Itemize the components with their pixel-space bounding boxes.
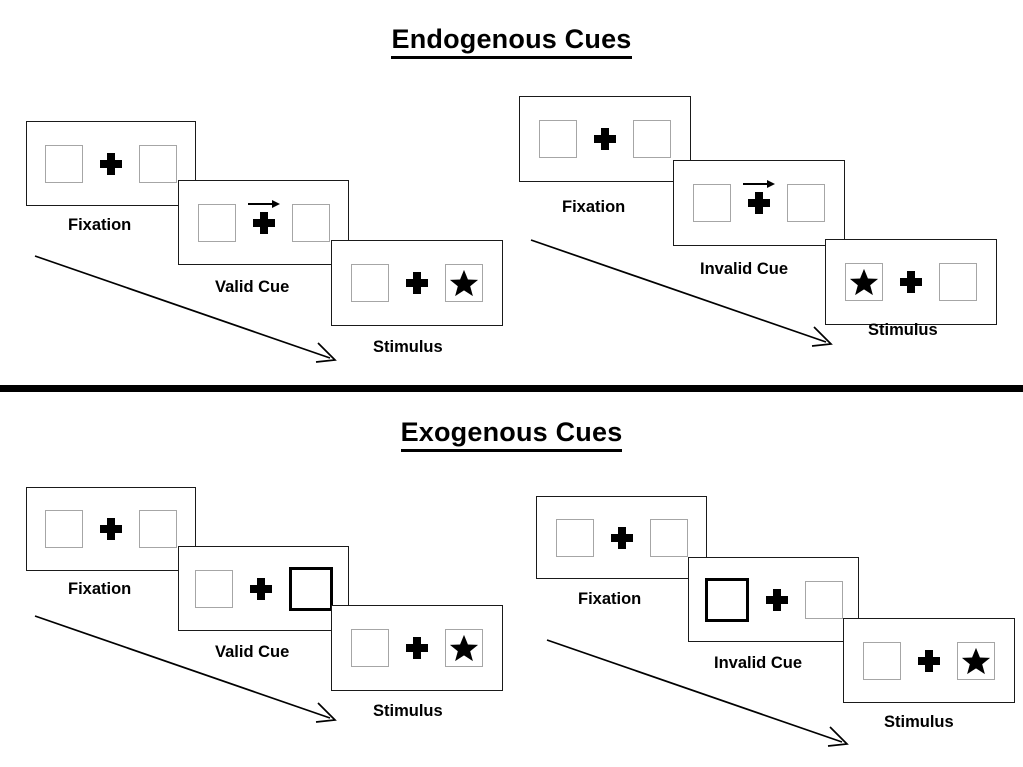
left-box <box>555 518 594 557</box>
left-box <box>863 641 901 680</box>
frame-content <box>27 488 195 570</box>
frame-exogenous-invalid-cue <box>688 557 859 642</box>
frame-content <box>826 240 996 324</box>
caption-endogenous-valid-cue: Valid Cue <box>215 278 290 296</box>
plus-cross-icon <box>406 637 428 659</box>
plus-cross-icon <box>247 199 280 234</box>
plus-cross-icon <box>406 272 428 294</box>
frame-endogenous-invalid-fixation <box>519 96 691 182</box>
frame-endogenous-valid-cue <box>178 180 349 265</box>
frame-endogenous-valid-fixation <box>26 121 196 206</box>
plus-cross-icon <box>765 588 788 611</box>
star-icon <box>961 647 991 674</box>
caption-endogenous-invalid-stimulus: Stimulus <box>868 321 938 339</box>
frame-content <box>689 558 858 641</box>
left-box <box>45 510 83 548</box>
frame-exogenous-valid-cue <box>178 546 349 631</box>
right-box <box>939 263 977 301</box>
frame-content <box>844 619 1014 702</box>
plus-cross-icon <box>610 526 633 549</box>
frame-endogenous-valid-stimulus <box>331 240 503 326</box>
time-flow-arrow-icon <box>546 639 849 747</box>
caption-exogenous-invalid-cue: Invalid Cue <box>714 654 803 672</box>
section-title-exogenous: Exogenous Cues <box>0 417 1023 452</box>
frame-content <box>27 122 195 205</box>
right-box <box>787 184 825 222</box>
time-flow-arrow-icon <box>34 615 337 723</box>
left-box <box>351 264 389 302</box>
frame-exogenous-invalid-stimulus <box>843 618 1015 703</box>
caption-exogenous-valid-fixation: Fixation <box>68 580 132 598</box>
right-box <box>139 510 177 548</box>
frame-endogenous-invalid-cue <box>673 160 845 246</box>
section-divider <box>0 385 1023 392</box>
section-title-endogenous: Endogenous Cues <box>0 24 1023 59</box>
left-box <box>539 120 577 158</box>
frame-content <box>179 181 348 264</box>
plus-cross-icon <box>900 271 922 293</box>
right-box <box>445 629 483 667</box>
caption-endogenous-invalid-fixation: Fixation <box>562 198 626 216</box>
right-box <box>291 203 330 242</box>
plus-cross-icon <box>100 152 122 175</box>
caption-exogenous-valid-stimulus: Stimulus <box>373 702 443 720</box>
right-box <box>445 264 483 302</box>
right-box-cued <box>288 566 333 611</box>
caption-exogenous-valid-cue: Valid Cue <box>215 643 290 661</box>
plus-cross-icon <box>743 180 775 214</box>
frame-exogenous-invalid-fixation <box>536 496 707 579</box>
arrow-right-icon <box>247 199 280 208</box>
plus-cross-icon <box>918 649 940 672</box>
right-box <box>957 641 995 680</box>
plus-cross-icon <box>249 577 272 600</box>
caption-exogenous-invalid-fixation: Fixation <box>578 590 642 608</box>
right-box <box>804 580 843 619</box>
right-box <box>649 518 688 557</box>
star-icon <box>849 268 879 296</box>
frame-content <box>332 241 502 325</box>
plus-cross-icon <box>100 518 122 540</box>
left-box <box>194 569 233 608</box>
time-flow-arrow-icon <box>34 255 337 363</box>
frame-content <box>179 547 348 630</box>
left-box <box>197 203 236 242</box>
frame-content <box>520 97 690 181</box>
caption-exogenous-invalid-stimulus: Stimulus <box>884 713 954 731</box>
plus-cross-icon <box>594 128 616 150</box>
frame-content <box>674 161 844 245</box>
frame-content <box>537 497 706 578</box>
section-title-exogenous-text: Exogenous Cues <box>400 417 623 452</box>
frame-endogenous-invalid-stimulus <box>825 239 997 325</box>
star-icon <box>449 634 479 662</box>
left-box <box>845 263 883 301</box>
right-box <box>139 144 177 183</box>
caption-endogenous-valid-stimulus: Stimulus <box>373 338 443 356</box>
frame-exogenous-valid-stimulus <box>331 605 503 691</box>
left-box-cued <box>704 577 749 622</box>
star-icon <box>449 269 479 297</box>
time-flow-arrow-icon <box>530 239 833 347</box>
caption-endogenous-valid-fixation: Fixation <box>68 216 132 234</box>
frame-exogenous-valid-fixation <box>26 487 196 571</box>
arrow-right-icon <box>743 180 775 188</box>
left-box <box>351 629 389 667</box>
left-box <box>45 144 83 183</box>
right-box <box>633 120 671 158</box>
left-box <box>693 184 731 222</box>
section-title-endogenous-text: Endogenous Cues <box>391 24 632 59</box>
caption-endogenous-invalid-cue: Invalid Cue <box>700 260 789 278</box>
frame-content <box>332 606 502 690</box>
